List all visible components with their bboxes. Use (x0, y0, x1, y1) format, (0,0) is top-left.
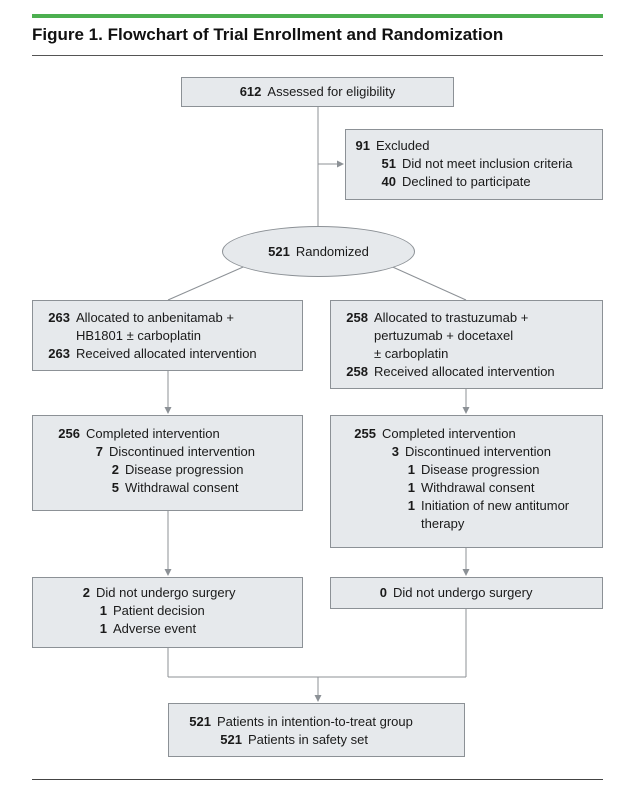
excluded-label: Excluded (376, 138, 430, 153)
completed-line: 1 Initiation of new antitumor (349, 497, 602, 515)
surgery-line: 1 Patient decision (53, 602, 302, 620)
allocation-line: pertuzumab + docetaxel (341, 327, 602, 345)
surgery-line: 1 Adverse event (53, 620, 302, 638)
completed-line: 2 Disease progression (53, 461, 302, 479)
line-count (341, 327, 368, 345)
surgery-line: 0 Did not undergo surgery (349, 584, 602, 602)
line-label: Initiation of new antitumor (421, 498, 570, 513)
line-label: Received allocated intervention (76, 346, 257, 361)
line-count: 263 (48, 346, 70, 361)
allocation-line: 263 Received allocated intervention (43, 345, 302, 363)
right-completed-box: 255 Completed intervention 3 Discontinue… (330, 415, 603, 548)
allocation-line: 258 Allocated to trastuzumab + (341, 309, 602, 327)
excluded-reason-row: 51 Did not meet inclusion criteria (352, 155, 602, 173)
line-label: ± carboplatin (374, 346, 449, 361)
randomized-label: Randomized (295, 244, 369, 259)
randomized-count: 521 (268, 244, 290, 259)
title-divider (32, 55, 603, 56)
line-count: 258 (346, 310, 368, 325)
line-label: Did not undergo surgery (393, 585, 533, 600)
line-label: Disease progression (421, 462, 540, 477)
line-count: 263 (48, 310, 70, 325)
line-count: 521 (189, 714, 211, 729)
line-label: Completed intervention (86, 426, 220, 441)
line-label: Discontinued intervention (405, 444, 551, 459)
allocation-line: 263 Allocated to anbenitamab + (43, 309, 302, 327)
bottom-divider (32, 779, 603, 780)
line-label: Withdrawal consent (125, 480, 239, 495)
completed-line: 255 Completed intervention (349, 425, 602, 443)
final-analysis-box: 521 Patients in intention-to-treat group… (168, 703, 465, 757)
line-count: 1 (407, 498, 415, 513)
left-completed-box: 256 Completed intervention 7 Discontinue… (32, 415, 303, 511)
line-count: 256 (58, 426, 80, 441)
line-count: 1 (99, 603, 107, 618)
line-count: 1 (407, 462, 415, 477)
left-surgery-box: 2 Did not undergo surgery 1 Patient deci… (32, 577, 303, 648)
completed-line: 1 Disease progression (349, 461, 602, 479)
line-count: 1 (99, 621, 107, 636)
line-label: Allocated to anbenitamab + (76, 310, 234, 325)
line-label: pertuzumab + docetaxel (374, 328, 514, 343)
completed-line: 3 Discontinued intervention (349, 443, 602, 461)
line-count: 255 (354, 426, 376, 441)
excluded-reason-label: Did not meet inclusion criteria (402, 156, 573, 171)
line-label: HB1801 ± carboplatin (76, 328, 201, 343)
completed-line: 256 Completed intervention (53, 425, 302, 443)
line-count: 1 (407, 480, 415, 495)
allocation-line: HB1801 ± carboplatin (43, 327, 302, 345)
line-count: 5 (111, 480, 119, 495)
line-label: Discontinued intervention (109, 444, 255, 459)
line-count: 2 (82, 585, 90, 600)
line-label: Allocated to trastuzumab + (374, 310, 529, 325)
excluded-count: 91 (355, 138, 370, 153)
line-label: Withdrawal consent (421, 480, 535, 495)
right-surgery-box: 0 Did not undergo surgery (330, 577, 603, 609)
line-label: Patient decision (113, 603, 205, 618)
excluded-reason-count: 40 (381, 174, 396, 189)
line-count: 7 (95, 444, 103, 459)
completed-line: therapy (349, 515, 602, 533)
excluded-reason-count: 51 (381, 156, 396, 171)
line-count: 0 (379, 585, 387, 600)
completed-line: 5 Withdrawal consent (53, 479, 302, 497)
line-count: 521 (220, 732, 242, 747)
line-label: Received allocated intervention (374, 364, 555, 379)
line-label: Completed intervention (382, 426, 516, 441)
line-label: therapy (421, 516, 465, 531)
completed-line: 7 Discontinued intervention (53, 443, 302, 461)
randomized-ellipse: 521 Randomized (222, 226, 415, 277)
line-label: Adverse event (113, 621, 197, 636)
right-allocation-box: 258 Allocated to trastuzumab + pertuzuma… (330, 300, 603, 389)
surgery-line: 2 Did not undergo surgery (53, 584, 302, 602)
line-label: Patients in safety set (248, 732, 368, 747)
assessed-box: 612 Assessed for eligibility (181, 77, 454, 107)
figure-title: Figure 1. Flowchart of Trial Enrollment … (32, 25, 504, 44)
allocation-line: 258 Received allocated intervention (341, 363, 602, 381)
line-count (341, 345, 368, 363)
line-count: 2 (111, 462, 119, 477)
line-label: Did not undergo surgery (96, 585, 236, 600)
completed-line: 1 Withdrawal consent (349, 479, 602, 497)
line-label: Disease progression (125, 462, 244, 477)
excluded-reason-label: Declined to participate (402, 174, 531, 189)
assessed-label: Assessed for eligibility (267, 84, 396, 99)
line-count: 3 (391, 444, 399, 459)
excluded-box: 91 Excluded 51 Did not meet inclusion cr… (345, 129, 603, 200)
left-allocation-box: 263 Allocated to anbenitamab + HB1801 ± … (32, 300, 303, 371)
allocation-line: ± carboplatin (341, 345, 602, 363)
line-count: 258 (346, 364, 368, 379)
line-count (349, 515, 415, 533)
final-line: 521 Patients in intention-to-treat group (184, 713, 464, 731)
assessed-count: 612 (239, 84, 262, 99)
title-accent-bar (32, 14, 603, 18)
excluded-reason-row: 40 Declined to participate (352, 173, 602, 191)
line-label: Patients in intention-to-treat group (217, 714, 413, 729)
line-count (43, 327, 70, 345)
final-line: 521 Patients in safety set (184, 731, 464, 749)
